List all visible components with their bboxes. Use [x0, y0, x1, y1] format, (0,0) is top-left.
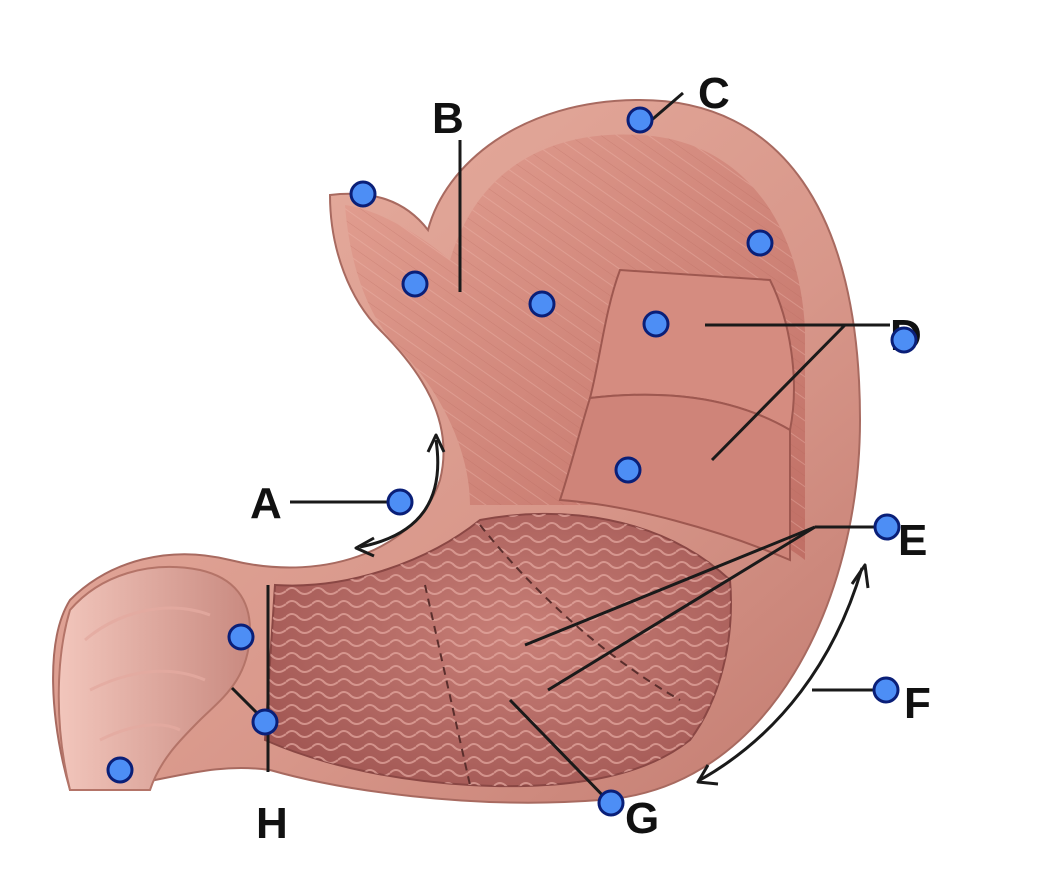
hotspot-oblique-muscle[interactable]: [746, 229, 774, 257]
hotspot-duodenum[interactable]: [106, 756, 134, 784]
hotspot-label-d[interactable]: [890, 326, 918, 354]
hotspot-pyloric-sphincter-area[interactable]: [227, 623, 255, 651]
label-c: C: [698, 69, 730, 118]
label-a: A: [250, 479, 282, 528]
label-g: G: [625, 794, 659, 843]
stomach-illustration: [52, 98, 862, 804]
leader-g: [508, 698, 614, 807]
label-h: H: [256, 799, 288, 848]
label-b: B: [432, 94, 464, 143]
hotspot-cardia[interactable]: [401, 270, 429, 298]
hotspot-lesser-curvature[interactable]: [386, 488, 414, 516]
hotspot-esophagus[interactable]: [349, 180, 377, 208]
leader-lines: [230, 91, 890, 807]
greater-curvature-arrow: [696, 563, 870, 786]
leader-e-3: [547, 525, 816, 692]
duodenum: [57, 566, 252, 791]
label-f: F: [904, 679, 931, 728]
hotspot-longitudinal-muscle[interactable]: [642, 310, 670, 338]
hotspot-pyloric-sphincter[interactable]: [251, 708, 279, 736]
label-e: E: [898, 516, 927, 565]
leader-e-2: [524, 525, 816, 647]
hotspot-fundus[interactable]: [626, 106, 654, 134]
hotspot-body[interactable]: [597, 789, 625, 817]
leader-d-2: [710, 323, 847, 462]
lesser-curvature-arrow: [354, 433, 446, 558]
hotspot-muscle-layer[interactable]: [528, 290, 556, 318]
hotspot-circular-muscle[interactable]: [614, 456, 642, 484]
hotspots: [106, 106, 918, 817]
hotspot-rugae[interactable]: [873, 513, 901, 541]
hotspot-greater-curvature[interactable]: [872, 676, 900, 704]
